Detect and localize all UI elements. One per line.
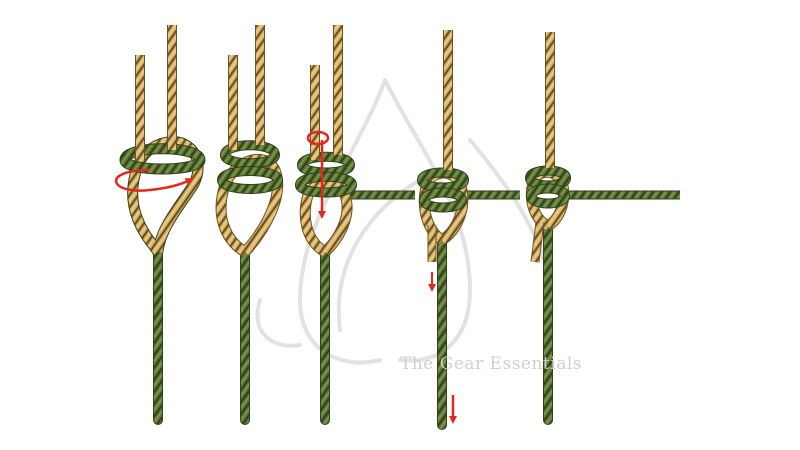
knot-step-5 bbox=[524, 32, 680, 425]
knot-step-2 bbox=[215, 25, 284, 425]
knot-step-4 bbox=[416, 30, 520, 430]
watermark-text: The Gear Essentials bbox=[400, 354, 582, 374]
knot-step-1 bbox=[114, 25, 206, 425]
knot-step-3 bbox=[294, 25, 415, 425]
red-arrow-loop bbox=[306, 130, 330, 146]
red-arrow-wrap bbox=[114, 168, 194, 192]
